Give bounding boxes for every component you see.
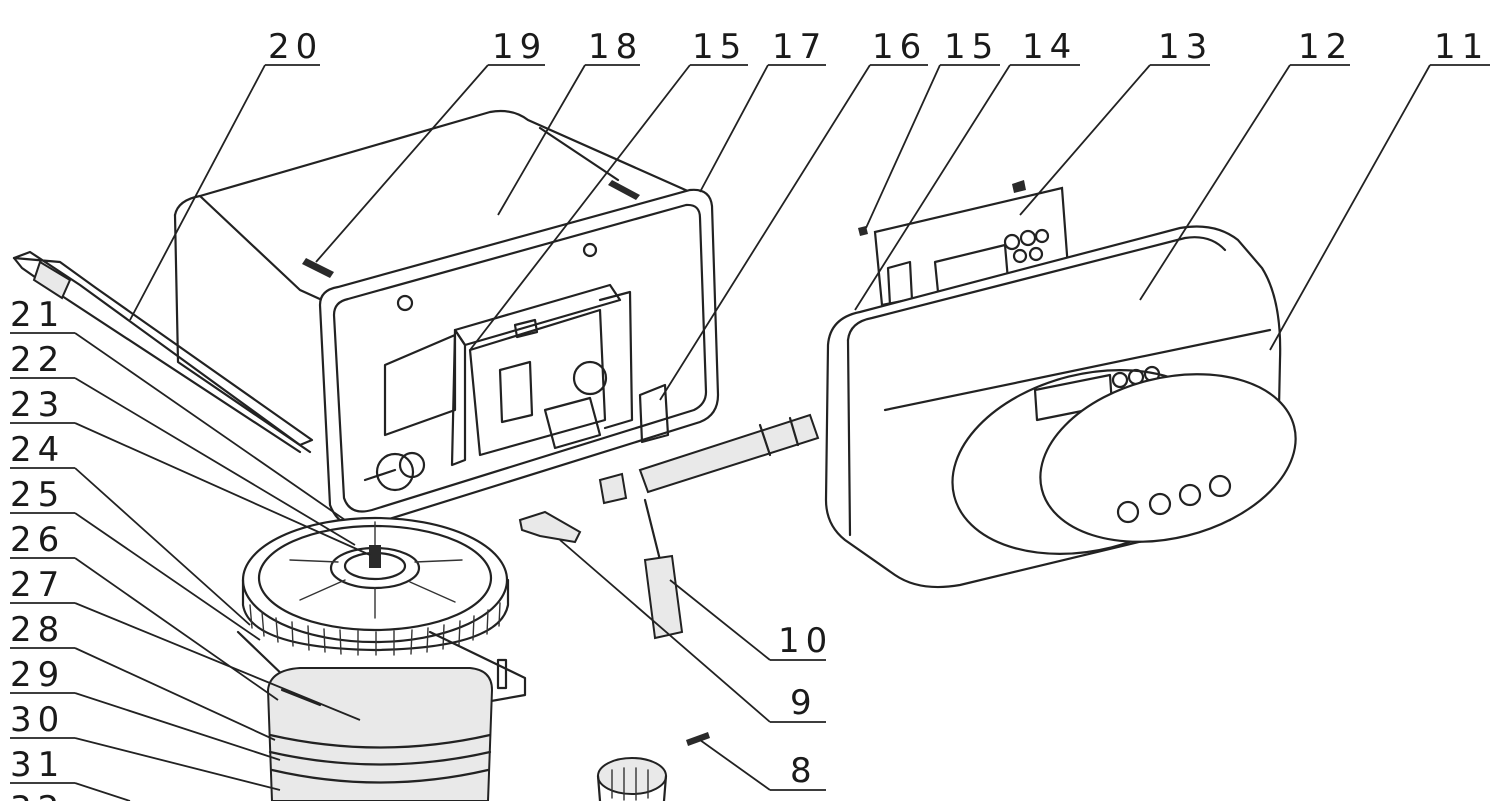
callout-29: 29 (10, 655, 65, 695)
callout-13: 13 (1158, 27, 1213, 67)
part-handle (643, 498, 684, 640)
part-lever-rod (12, 250, 314, 454)
part-rear-housing (173, 109, 692, 454)
callout-17: 17 (772, 27, 827, 67)
callout-26: 26 (10, 520, 65, 560)
callout-28: 28 (10, 610, 65, 650)
callout-12: 12 (1298, 27, 1353, 67)
callout-32: 32 (10, 789, 65, 801)
part-shaft (598, 413, 820, 505)
part-clip (518, 510, 582, 544)
leader-lines (10, 64, 1490, 802)
callout-15b: 15 (944, 27, 999, 67)
callout-19: 19 (492, 27, 547, 67)
callout-27: 27 (10, 565, 65, 605)
part-valve-body (266, 667, 494, 802)
part-button-overlay (1039, 373, 1297, 543)
callout-8: 8 (790, 751, 818, 791)
callout-25: 25 (10, 475, 65, 515)
callout-30: 30 (10, 700, 65, 740)
callout-labels: 20 19 18 15 17 16 15 14 13 12 11 21 22 2… (10, 27, 1489, 806)
callout-10: 10 (778, 621, 833, 661)
callout-16: 16 (872, 27, 927, 67)
part-small-gear (596, 732, 710, 803)
callout-14: 14 (1022, 27, 1077, 67)
callout-20: 20 (268, 27, 323, 67)
callout-21: 21 (10, 295, 65, 335)
callout-24: 24 (10, 430, 65, 470)
callout-15: 15 (692, 27, 747, 67)
callout-11: 11 (1434, 27, 1489, 67)
callout-23: 23 (10, 385, 65, 425)
callout-9: 9 (790, 683, 818, 723)
callout-31: 31 (10, 745, 65, 785)
callout-18: 18 (588, 27, 643, 67)
part-gear-wheel (241, 516, 510, 656)
callout-22: 22 (10, 340, 65, 380)
